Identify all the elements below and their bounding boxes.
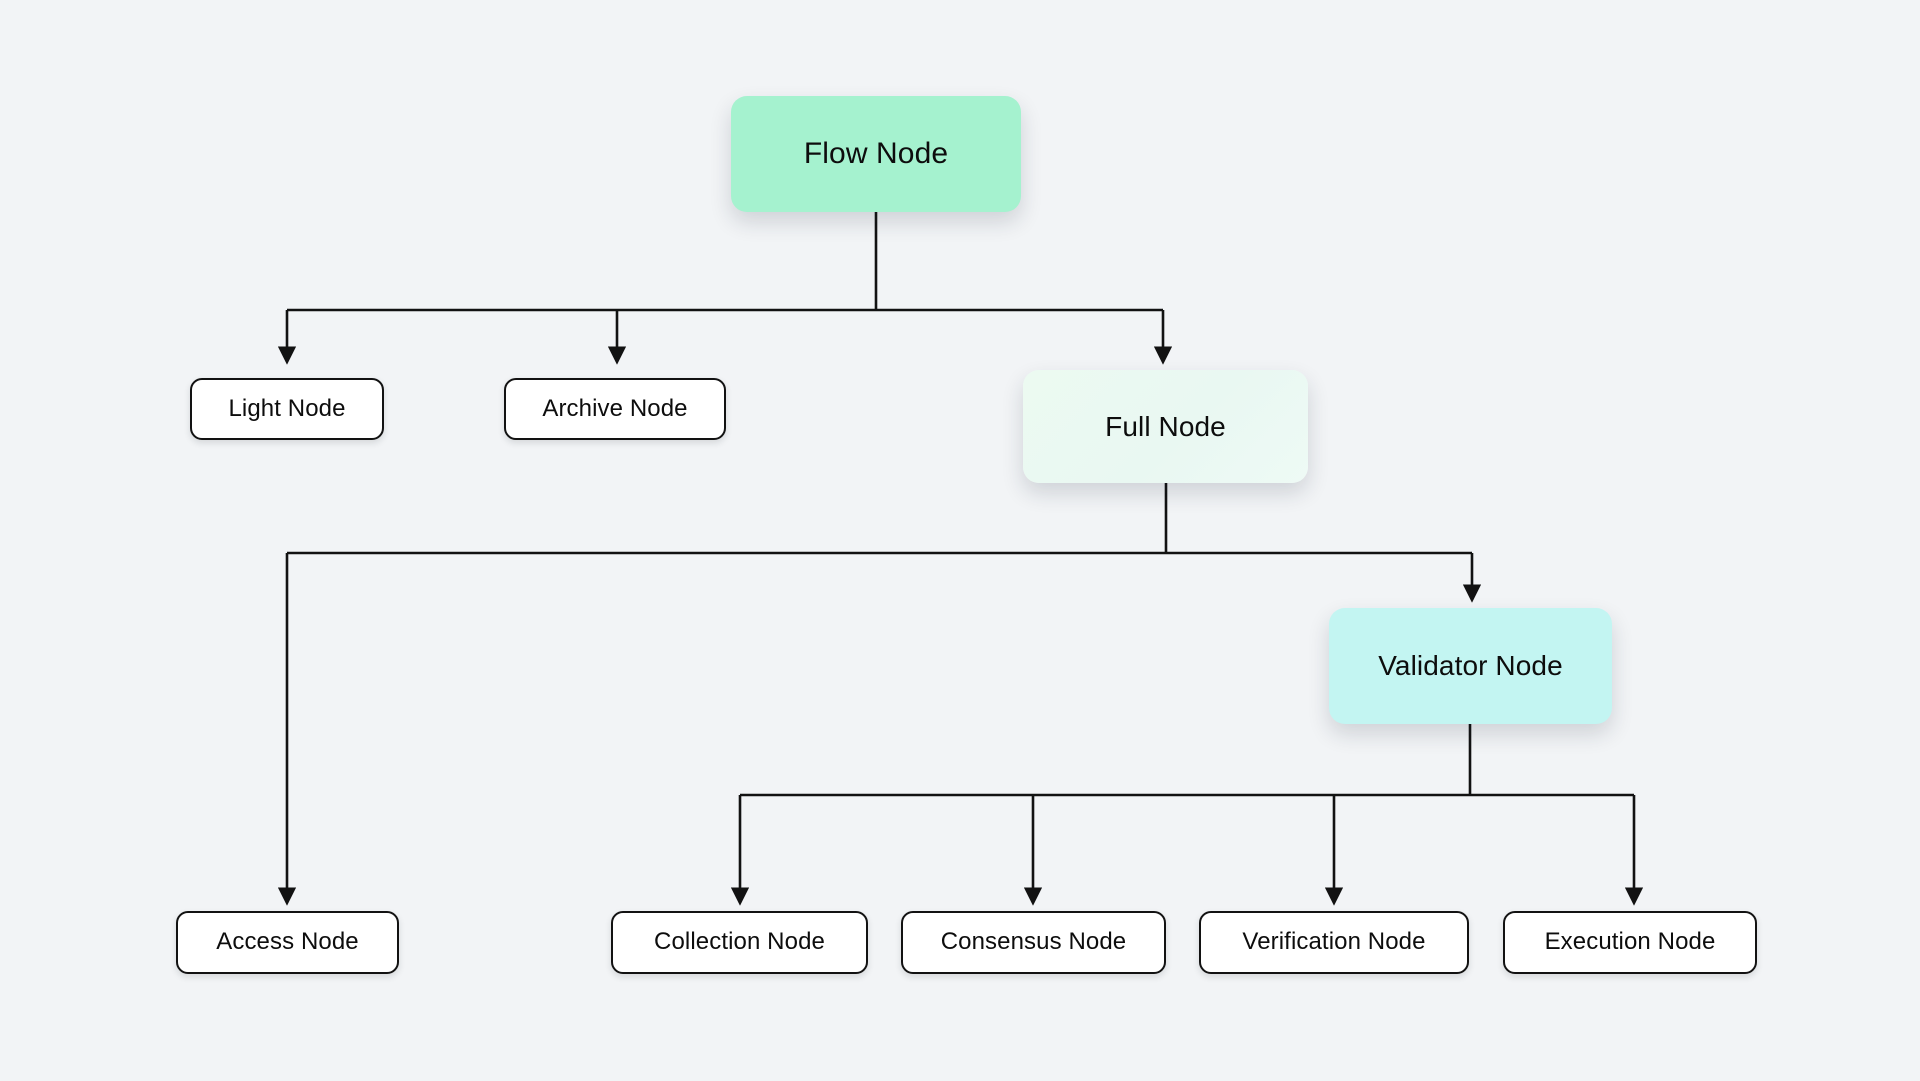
edge-full-to-children (277, 483, 1482, 906)
node-label: Full Node (1105, 410, 1226, 442)
node-label: Execution Node (1544, 928, 1716, 956)
node-archive-node[interactable]: Archive Node (504, 378, 726, 440)
node-label: Validator Node (1378, 650, 1563, 682)
edge-flow-to-children (277, 212, 1173, 365)
node-flow-node[interactable]: Flow Node (731, 96, 1021, 212)
node-access-node[interactable]: Access Node (176, 911, 399, 974)
node-consensus-node[interactable]: Consensus Node (901, 911, 1166, 974)
node-validator-node[interactable]: Validator Node (1329, 608, 1612, 724)
edge-validator-to-children (730, 724, 1644, 906)
node-label: Collection Node (654, 928, 825, 956)
node-verification-node[interactable]: Verification Node (1199, 911, 1469, 974)
node-label: Verification Node (1242, 928, 1426, 956)
node-execution-node[interactable]: Execution Node (1503, 911, 1757, 974)
node-light-node[interactable]: Light Node (190, 378, 384, 440)
node-full-node[interactable]: Full Node (1023, 370, 1308, 483)
node-label: Flow Node (803, 137, 949, 170)
node-label: Archive Node (542, 394, 688, 422)
node-collection-node[interactable]: Collection Node (611, 911, 868, 974)
node-label: Light Node (228, 394, 346, 422)
node-label: Access Node (216, 928, 359, 956)
node-label: Consensus Node (940, 928, 1127, 956)
